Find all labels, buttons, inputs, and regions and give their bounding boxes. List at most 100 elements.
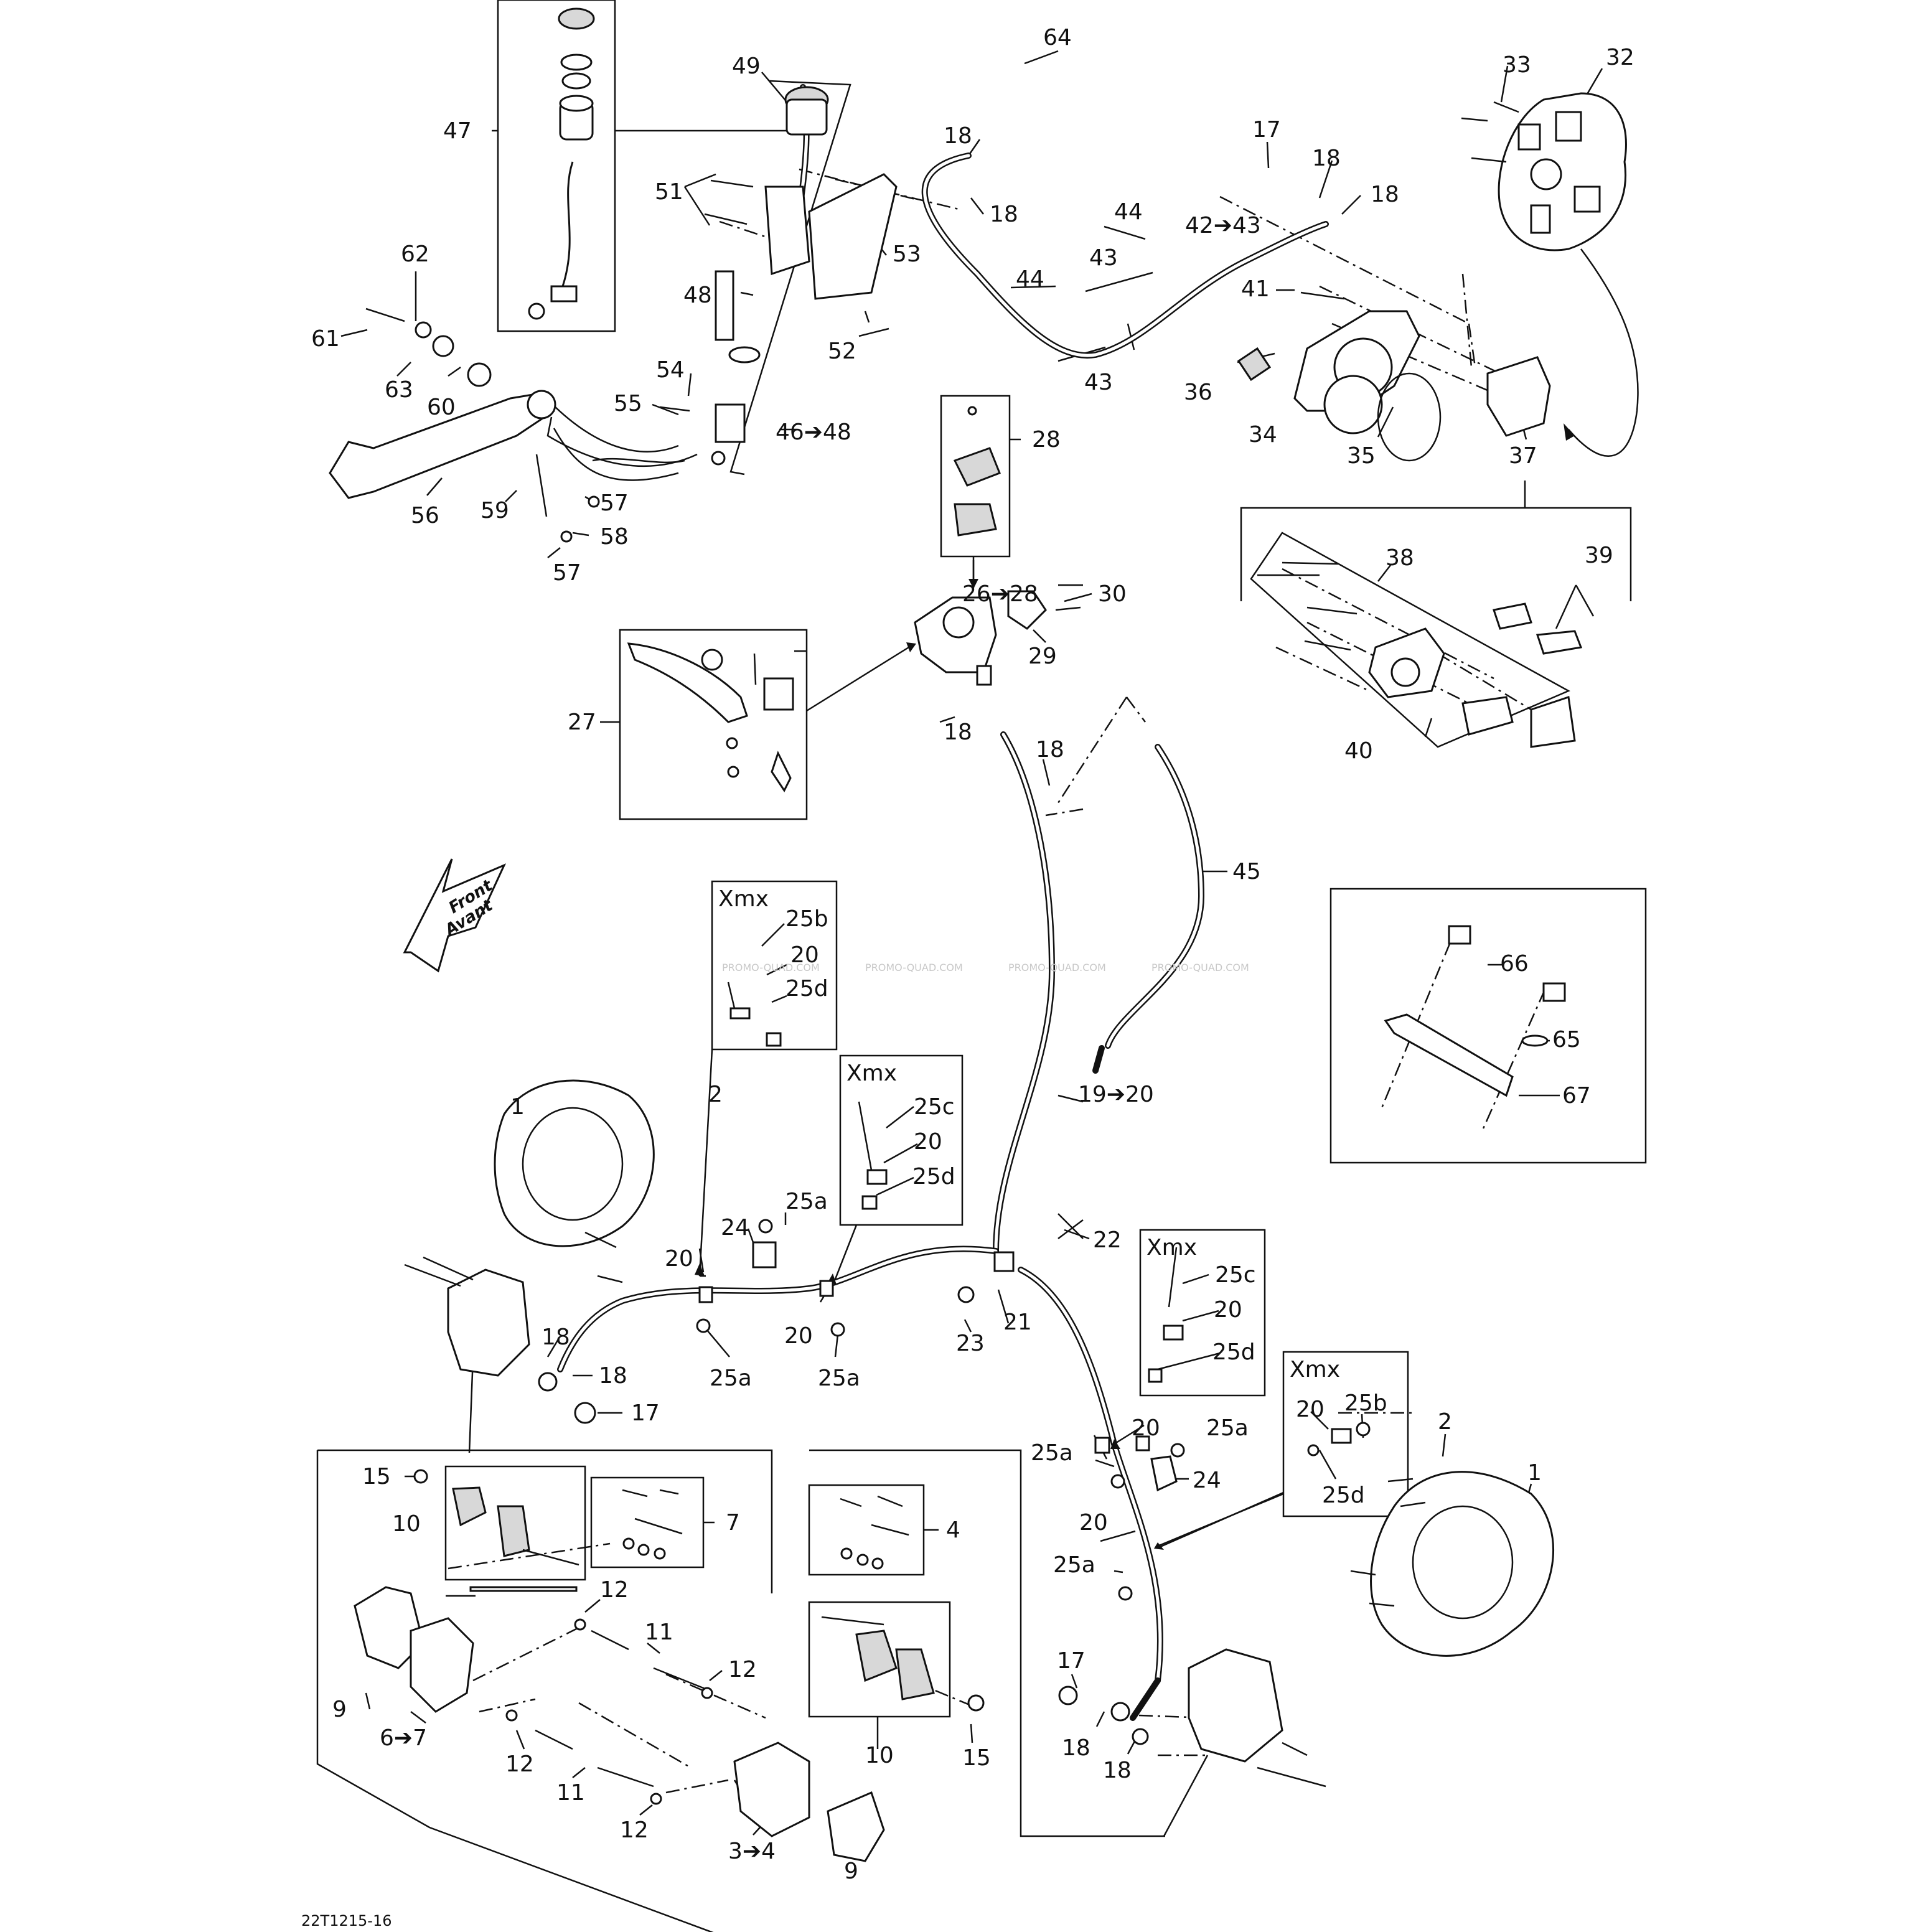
- label-18c: 18: [1312, 146, 1341, 171]
- label-27: 27: [568, 710, 596, 735]
- label-12d: 12: [620, 1817, 649, 1843]
- label-11a: 11: [645, 1620, 673, 1645]
- xmx-box-2-label-20: 20: [914, 1129, 942, 1155]
- label-25a-3: 25a: [818, 1366, 860, 1391]
- hose-clamps: [696, 1213, 1185, 1601]
- label-17b: 17: [631, 1400, 660, 1426]
- front-calipers: [404, 1256, 1326, 1788]
- label-15b: 15: [962, 1745, 991, 1771]
- assembly-arrows: [546, 248, 1639, 1550]
- label-45: 45: [1232, 859, 1261, 884]
- label-20b: 20: [784, 1323, 813, 1349]
- pad-kit-box-10a: [444, 1465, 586, 1581]
- front-caliper-kit-outline: [316, 1450, 714, 1932]
- label-33: 33: [1503, 52, 1531, 78]
- label-60: 60: [427, 395, 456, 420]
- label-18e: 18: [944, 720, 972, 745]
- diagram-code: 22T1215-16: [301, 1912, 392, 1930]
- xmx-box-3-label-25d: 25d: [1212, 1339, 1255, 1365]
- label-25a-5: 25a: [1206, 1415, 1249, 1441]
- xmx-box-2-label-25d: 25d: [912, 1164, 955, 1189]
- reservoir-detail-box: [497, 0, 616, 332]
- label-11b: 11: [556, 1780, 585, 1806]
- label-25a-6: 25a: [1053, 1552, 1095, 1578]
- label-21: 21: [1003, 1310, 1032, 1335]
- brake-hoses: [557, 84, 1329, 1721]
- label-9b: 9: [844, 1859, 858, 1884]
- label-22: 22: [1093, 1227, 1122, 1253]
- label-55: 55: [614, 391, 642, 416]
- caliper-38-kit-outline: [1250, 532, 1570, 748]
- label-18d: 18: [1371, 182, 1399, 207]
- label-18f: 18: [1036, 737, 1064, 762]
- label-25a-2: 25a: [710, 1366, 752, 1391]
- label-42-43: 42➔43: [1185, 213, 1261, 238]
- label-18j: 18: [1103, 1758, 1132, 1783]
- label-24a: 24: [721, 1215, 749, 1240]
- label-67: 67: [1562, 1083, 1591, 1109]
- label-10b: 10: [865, 1743, 894, 1768]
- label-37: 37: [1509, 443, 1537, 469]
- watermark-row: PROMO-QUAD.COM PROMO-QUAD.COM PROMO-QUAD…: [722, 962, 1249, 973]
- label-66: 66: [1500, 951, 1529, 977]
- leader-lines: [340, 50, 1603, 1855]
- xmx-box-1-label-25d: 25d: [785, 976, 828, 1001]
- label-17c: 17: [1057, 1648, 1086, 1674]
- label-44a: 44: [1114, 199, 1143, 225]
- xmx-box-1-label-25b: 25b: [785, 906, 828, 932]
- label-62: 62: [401, 242, 429, 267]
- xmx-box-contents: [727, 982, 1371, 1456]
- label-51: 51: [655, 179, 683, 205]
- xmx-box-3-label-25c: 25c: [1215, 1262, 1256, 1288]
- label-18i: 18: [1062, 1735, 1090, 1761]
- label-15a: 15: [362, 1464, 391, 1489]
- label-44b: 44: [1016, 266, 1044, 292]
- watermark-4: PROMO-QUAD.COM: [1151, 962, 1249, 973]
- label-23: 23: [956, 1331, 985, 1356]
- label-10a: 10: [392, 1511, 421, 1537]
- watermark-1: PROMO-QUAD.COM: [722, 962, 820, 973]
- skid-plate-parts: [1384, 925, 1566, 1097]
- label-17a: 17: [1252, 117, 1281, 143]
- label-18g: 18: [542, 1325, 570, 1350]
- label-46-48: 46➔48: [776, 420, 851, 445]
- label-12c: 12: [505, 1751, 534, 1777]
- xmx-box-4-label-25b: 25b: [1344, 1390, 1387, 1416]
- label-3-4: 3➔4: [728, 1839, 776, 1864]
- rear-caliper-bracket: [1237, 291, 1551, 462]
- xmx-box-4: [1282, 1351, 1409, 1517]
- rear-caliper-kit: [1257, 561, 1583, 748]
- master-cylinder-guide-line: [729, 80, 851, 476]
- skid-plate-detail-box: [1329, 888, 1647, 1164]
- label-47: 47: [443, 118, 472, 144]
- label-39: 39: [1585, 543, 1613, 568]
- xmx-box-3-title: Xmx: [1147, 1235, 1197, 1260]
- label-35: 35: [1347, 443, 1376, 469]
- label-65: 65: [1552, 1027, 1581, 1053]
- label-52: 52: [828, 339, 856, 364]
- label-56: 56: [411, 503, 439, 528]
- label-24b: 24: [1193, 1468, 1221, 1493]
- part-labels: 64 49 47 18 18 17 18 18 33 32 51 53 44 4…: [311, 25, 1634, 1884]
- label-4: 4: [946, 1517, 960, 1543]
- label-29: 29: [1028, 644, 1057, 669]
- label-38: 38: [1386, 545, 1414, 571]
- label-18a: 18: [944, 123, 972, 149]
- front-caliper-exploded: [354, 1469, 985, 1862]
- bleeder-cover-box: [940, 395, 1011, 558]
- label-43a: 43: [1089, 245, 1118, 271]
- label-59: 59: [481, 498, 509, 523]
- label-57b: 57: [553, 560, 581, 586]
- label-20c: 20: [1132, 1415, 1160, 1441]
- xmx-box-2-label-25c: 25c: [914, 1094, 955, 1120]
- label-25a-4: 25a: [1031, 1440, 1073, 1466]
- label-18b: 18: [990, 202, 1018, 227]
- label-57a: 57: [600, 490, 629, 516]
- label-1a: 1: [510, 1094, 525, 1120]
- front-brake-discs: [494, 1079, 1555, 1657]
- xmx-box-4-label-20: 20: [1296, 1397, 1325, 1422]
- label-19-20: 19➔20: [1078, 1082, 1154, 1107]
- label-54: 54: [656, 357, 685, 383]
- label-40: 40: [1344, 738, 1373, 764]
